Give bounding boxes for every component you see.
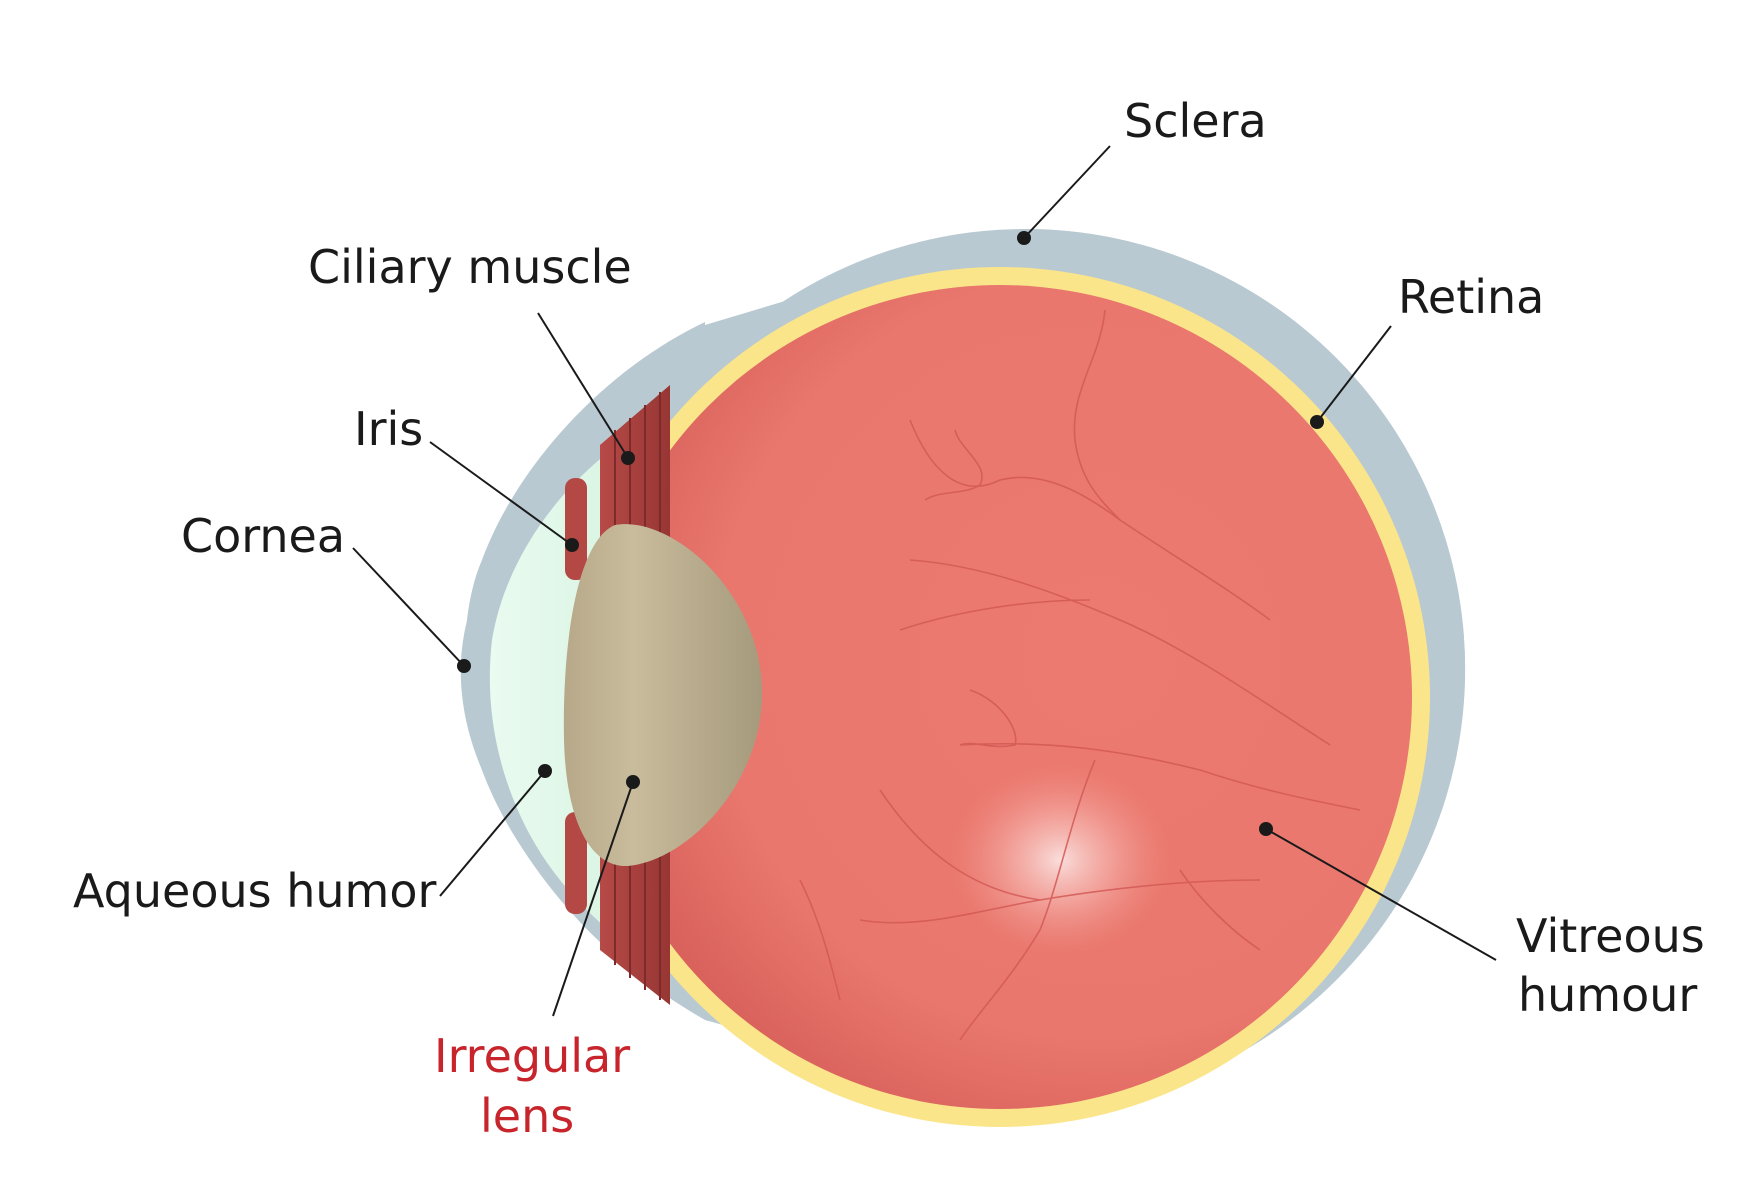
label-iris: Iris <box>354 402 423 456</box>
label-aqueous-humor: Aqueous humor <box>73 864 436 918</box>
leader-dots <box>457 231 1324 836</box>
label-irregular-lens-line2: lens <box>480 1089 574 1143</box>
label-sclera: Sclera <box>1124 94 1267 148</box>
label-vitreous-humour-line2: humour <box>1518 968 1697 1022</box>
iris <box>565 478 587 914</box>
label-retina: Retina <box>1398 270 1544 324</box>
label-ciliary-muscle: Ciliary muscle <box>308 240 632 294</box>
retinal-vessels <box>799 309 1361 1041</box>
leader-lines <box>352 145 1497 1017</box>
label-vitreous-humour-line1: Vitreous <box>1516 909 1705 963</box>
label-cornea: Cornea <box>181 509 345 563</box>
irregular-lens <box>563 524 763 867</box>
label-irregular-lens-line1: Irregular <box>434 1029 630 1083</box>
